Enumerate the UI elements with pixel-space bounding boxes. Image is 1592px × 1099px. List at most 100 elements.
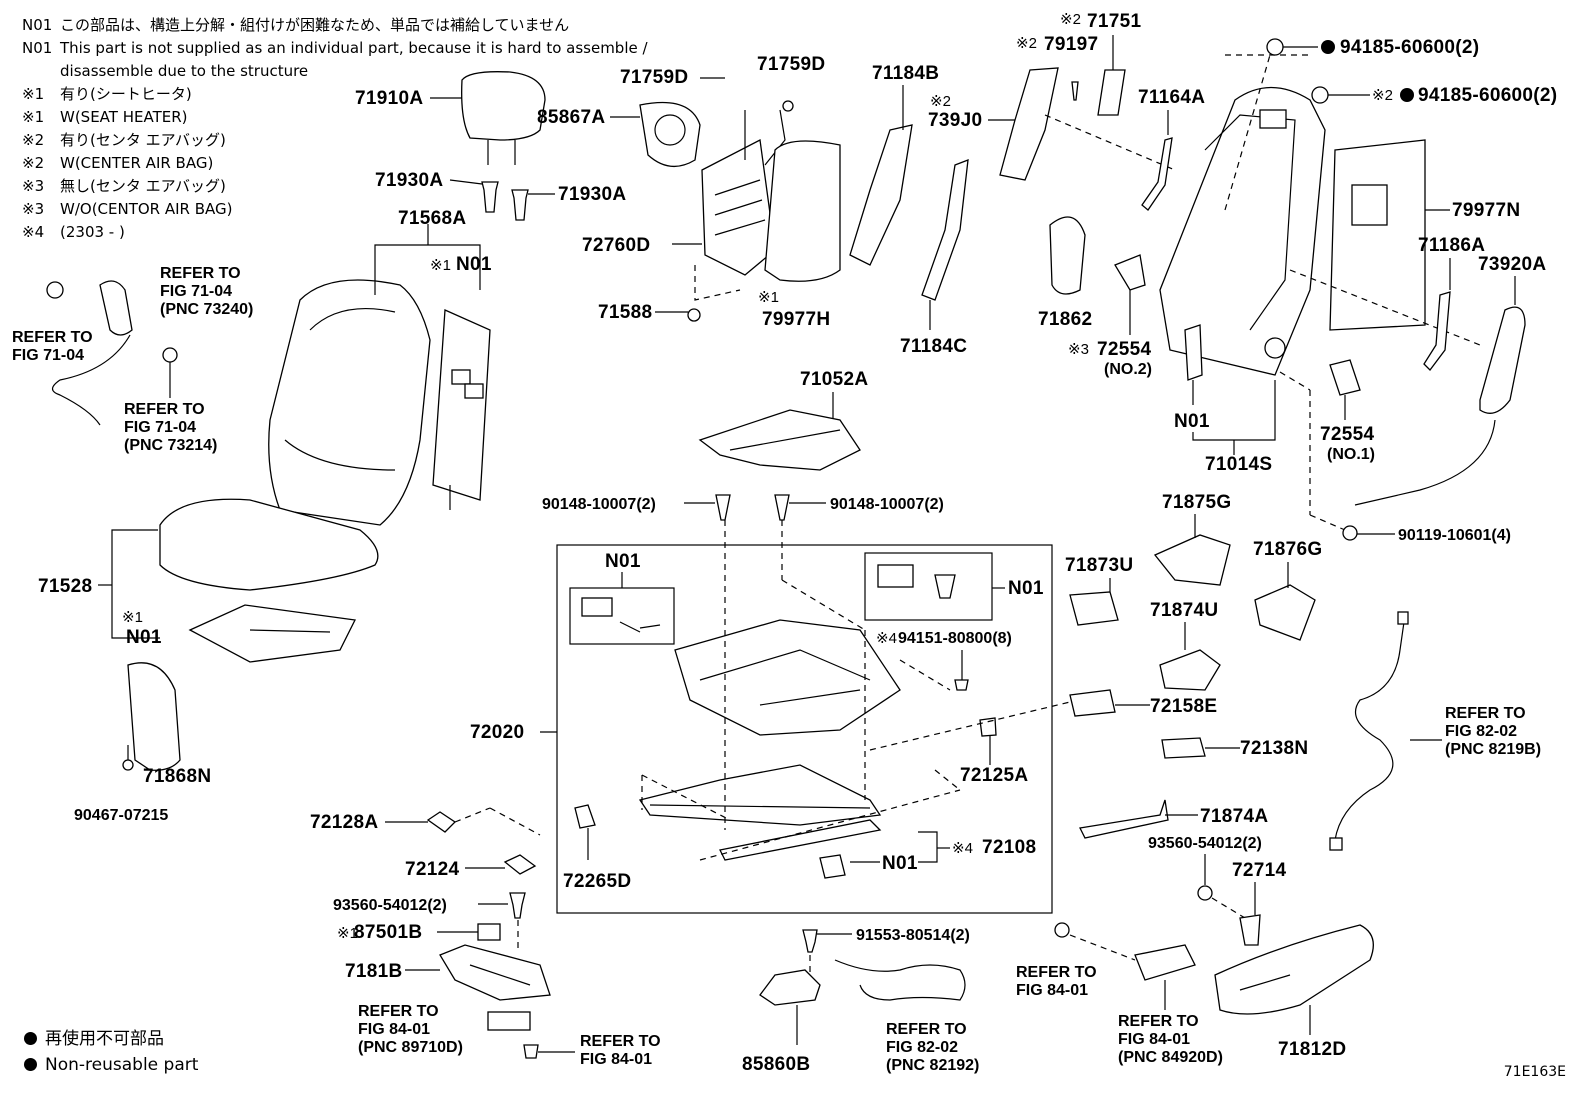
- connector-part: [1397, 611, 1409, 625]
- motor-subbox: [864, 552, 993, 621]
- label-72124: 72124: [405, 859, 459, 880]
- label-72554: 72554: [1097, 339, 1151, 360]
- side-cover-part: [127, 662, 181, 771]
- ref-label: FIG 84-01: [1016, 982, 1088, 999]
- ref-label: REFER TO: [12, 329, 93, 346]
- bolt-part: [523, 1044, 539, 1059]
- label-71588: 71588: [598, 302, 652, 323]
- label-71873U: 71873U: [1065, 555, 1133, 576]
- leader-dashed: [1224, 54, 1271, 211]
- ecu-part: [487, 1011, 531, 1031]
- shield-slot: [1239, 974, 1291, 991]
- label-94151-80800: 94151-80800(8): [898, 630, 1012, 647]
- ref-label: FIG 71-04: [124, 419, 196, 436]
- note-text: W(CENTER AIR BAG): [60, 154, 214, 172]
- ref-label: FIG 71-04: [160, 283, 232, 300]
- label-no2: (NO.2): [1104, 361, 1152, 378]
- headrest-part: [461, 71, 546, 165]
- mark-10: ※1: [337, 925, 358, 942]
- legend-text: Non-reusable part: [45, 1055, 199, 1075]
- label-71874U: 71874U: [1150, 600, 1218, 621]
- label-71014S: 71014S: [1205, 454, 1272, 475]
- seat-adjuster-box: [556, 544, 1053, 914]
- label-72714: 72714: [1232, 860, 1286, 881]
- seat-cushion-part: [159, 498, 379, 591]
- label-71868N: 71868N: [143, 766, 211, 787]
- label-N01: N01: [882, 853, 918, 874]
- note-row: disassemble due to the structure: [22, 60, 648, 83]
- non-reusable-dot: [1321, 40, 1335, 54]
- ref-label: FIG 84-01: [358, 1021, 430, 1038]
- bolt-part: [954, 679, 969, 691]
- label-94185-60600: 94185-60600(2): [1340, 37, 1479, 58]
- ref-label: (PNC 84920D): [1118, 1049, 1223, 1066]
- label-71184B: 71184B: [872, 63, 939, 84]
- label-72138N: 72138N: [1240, 738, 1308, 759]
- note-code: ※4: [22, 223, 45, 241]
- mark-4: ※2: [930, 93, 951, 110]
- legend-row: Non-reusable part: [24, 1052, 198, 1078]
- lumbar-support-part: [701, 109, 786, 276]
- label-71052A: 71052A: [800, 369, 868, 390]
- label-79977N: 79977N: [1452, 200, 1520, 221]
- ref-label: REFER TO: [1445, 705, 1526, 722]
- cover-part: [1069, 689, 1116, 717]
- legend-text: 再使用不可部品: [45, 1029, 164, 1049]
- label-94185-60600: 94185-60600(2): [1418, 85, 1557, 106]
- seat-heater-back-part: [432, 309, 491, 510]
- label-72020: 72020: [470, 722, 524, 743]
- rail-cover-part: [1079, 799, 1169, 839]
- label-71910A: 71910A: [355, 88, 423, 109]
- label-72125A: 72125A: [960, 765, 1028, 786]
- motor-part: [1184, 324, 1203, 381]
- clip-part: [1239, 914, 1261, 946]
- harness-part: [834, 959, 966, 1001]
- mark-9: ※4: [952, 840, 973, 857]
- cover-part: [574, 804, 596, 829]
- note-text: W/O(CENTOR AIR BAG): [60, 200, 233, 218]
- clip-part: [782, 100, 794, 112]
- clip-part: [122, 759, 134, 771]
- leader-dashed: [641, 774, 731, 821]
- leader-bracket: [918, 831, 938, 863]
- side-airbag-part: [1479, 306, 1526, 414]
- control-bracket-part: [439, 944, 551, 1001]
- ref-label: REFER TO: [1016, 964, 1097, 981]
- note-text: W(SEAT HEATER): [60, 108, 188, 126]
- label-N01: N01: [605, 551, 641, 572]
- note-text: この部品は、構造上分解・組付けが困難なため、単品では補給していません: [60, 16, 570, 34]
- leader-dashed: [781, 579, 866, 631]
- note-code: N01: [22, 16, 53, 34]
- airbag-module-part: [639, 101, 701, 167]
- label-N01: N01: [1174, 411, 1210, 432]
- screw-part: [509, 892, 526, 919]
- leader-dashed: [934, 769, 961, 791]
- label-71164A: 71164A: [1138, 87, 1205, 108]
- non-reusable-dot: [1400, 88, 1414, 102]
- seatback-cover-part: [268, 279, 431, 526]
- connector-part: [1329, 837, 1343, 851]
- seat-heater-cushion-part: [188, 604, 356, 663]
- bolt-part: [1342, 525, 1358, 541]
- label-72158E: 72158E: [1150, 696, 1217, 717]
- label-72108: 72108: [982, 837, 1036, 858]
- label-71528: 71528: [38, 576, 92, 597]
- label-71862: 71862: [1038, 309, 1092, 330]
- cover-cap-part: [1049, 216, 1086, 295]
- sensor-part: [477, 923, 501, 941]
- seatback-frame-part: [1159, 86, 1326, 376]
- ref-label: (PNC 89710D): [358, 1039, 463, 1056]
- nut-part: [1311, 86, 1329, 104]
- label-71930A: 71930A: [558, 184, 626, 205]
- cover-part: [1254, 584, 1316, 641]
- note-code: ※1: [22, 108, 45, 126]
- leader-dashed: [899, 659, 951, 691]
- leader-dashed: [489, 807, 541, 836]
- note-code: ※2: [22, 131, 45, 149]
- leader-line: [449, 179, 483, 185]
- label-72128A: 72128A: [310, 812, 378, 833]
